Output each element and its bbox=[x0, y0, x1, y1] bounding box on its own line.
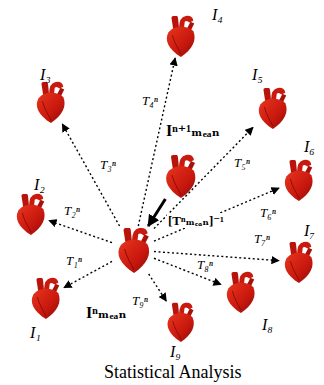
transform-label: [Tⁿₘₑₐₙ]⁻¹ bbox=[167, 213, 225, 228]
heart-part bbox=[37, 297, 46, 316]
transform-label: T₉ⁿ bbox=[131, 293, 149, 308]
heart-node: I₈ bbox=[221, 270, 259, 314]
transform-arrow bbox=[62, 124, 119, 226]
caption: Statistical Analysis bbox=[104, 362, 242, 382]
heart-node: I₃ bbox=[31, 80, 69, 124]
transform-label: T₂ⁿ bbox=[63, 203, 81, 218]
heart-node: I₅ bbox=[253, 86, 291, 130]
heart-node: I₄ bbox=[161, 14, 199, 58]
heart-part bbox=[285, 171, 313, 201]
heart-illustration bbox=[26, 276, 64, 320]
heart-node: I₇ bbox=[279, 240, 317, 284]
heart-illustration bbox=[253, 86, 291, 130]
heart-illustration bbox=[162, 301, 198, 343]
heart-illustration bbox=[11, 192, 49, 236]
heart-illustration bbox=[161, 14, 199, 58]
image-label: I₃ bbox=[40, 66, 51, 84]
heart-part bbox=[22, 213, 31, 232]
transform-label: T₃ⁿ bbox=[99, 157, 117, 172]
image-label: I₁ bbox=[30, 324, 41, 342]
transform-arrow bbox=[149, 274, 167, 301]
heart-part bbox=[173, 321, 181, 339]
heart-part bbox=[172, 175, 181, 195]
heart-node: Iⁿₘₑₐₙ bbox=[112, 226, 154, 274]
heart-part bbox=[42, 101, 51, 120]
transform-arrow bbox=[138, 58, 175, 226]
transform-label: T₇ⁿ bbox=[253, 231, 271, 246]
image-label: I₆ bbox=[304, 138, 315, 156]
transform-arrow bbox=[49, 221, 112, 243]
heart-part bbox=[167, 313, 193, 342]
heart-part bbox=[125, 249, 134, 270]
inverse-transform-arrow bbox=[148, 199, 165, 226]
heart-part bbox=[232, 291, 241, 310]
heart-illustration bbox=[31, 80, 69, 124]
transform-arrow bbox=[154, 252, 279, 261]
transform-arrow bbox=[154, 127, 253, 228]
image-label: I₈ bbox=[262, 316, 273, 334]
heart-illustration bbox=[112, 226, 154, 274]
heart-part bbox=[166, 166, 195, 198]
transform-label: T₆ⁿ bbox=[259, 205, 277, 220]
heart-part bbox=[32, 289, 60, 319]
heart-illustration bbox=[279, 240, 317, 284]
transform-label: T₁ⁿ bbox=[65, 253, 83, 268]
image-label: I₂ bbox=[34, 176, 45, 194]
image-label: I₇ bbox=[304, 222, 315, 240]
heart-illustration bbox=[279, 158, 317, 202]
heart-part bbox=[167, 27, 195, 57]
image-label: Iⁿₘₑₐₙ bbox=[86, 304, 127, 322]
heart-part bbox=[290, 261, 299, 280]
heart-node: I₂ bbox=[11, 192, 49, 236]
heart-part bbox=[172, 35, 181, 54]
image-label: I₉ bbox=[170, 343, 181, 361]
heart-illustration bbox=[160, 153, 200, 199]
heart-node: Iⁿ⁺¹ₘₑₐₙ bbox=[160, 153, 200, 199]
heart-part bbox=[37, 93, 65, 123]
heart-illustration bbox=[221, 270, 259, 314]
transform-label: T₈ⁿ bbox=[196, 257, 214, 272]
transform-label: T₅ⁿ bbox=[233, 155, 251, 170]
image-label: Iⁿ⁺¹ₘₑₐₙ bbox=[166, 122, 220, 140]
heart-part bbox=[227, 283, 255, 313]
heart-part bbox=[290, 179, 299, 198]
heart-node: I₆ bbox=[279, 158, 317, 202]
heart-node: I₁ bbox=[26, 276, 64, 320]
image-label: I₅ bbox=[252, 66, 263, 84]
heart-part bbox=[118, 240, 149, 273]
heart-part bbox=[285, 253, 313, 283]
image-label: I₄ bbox=[212, 6, 223, 24]
heart-part bbox=[264, 107, 273, 126]
heart-part bbox=[259, 99, 287, 129]
transform-label: T₄ⁿ bbox=[141, 93, 159, 108]
heart-node: I₉ bbox=[162, 301, 198, 343]
heart-part bbox=[17, 205, 45, 235]
